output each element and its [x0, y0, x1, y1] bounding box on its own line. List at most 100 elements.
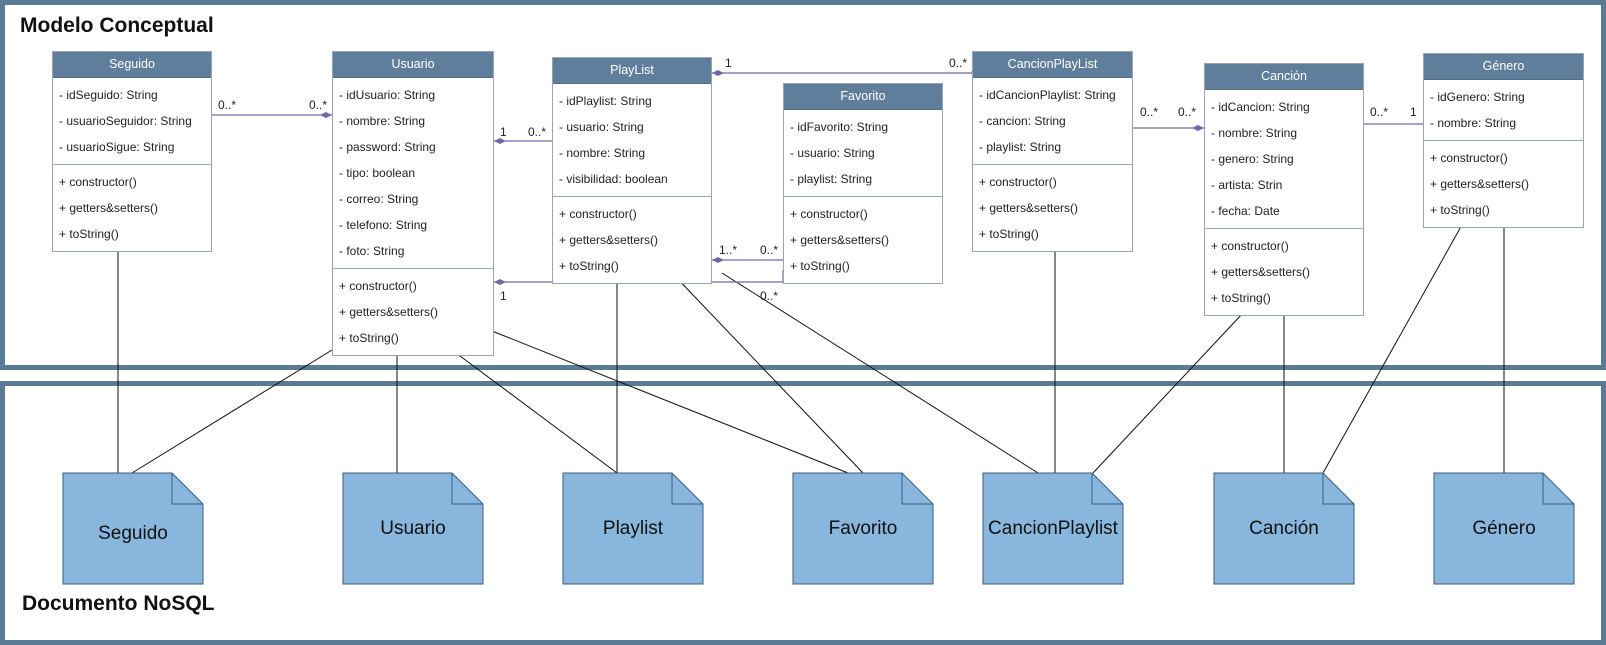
class-name: Seguido: [53, 52, 211, 78]
class-operation: + toString(): [979, 227, 1039, 241]
multiplicity-label: 0..*: [218, 98, 237, 112]
class-attribute: - visibilidad: boolean: [559, 172, 668, 186]
document-favorito: Favorito: [792, 472, 934, 585]
document-shape: [562, 472, 704, 585]
class-operations: + constructor()+ getters&setters()+ toSt…: [784, 197, 942, 283]
class-name: Género: [1424, 54, 1583, 80]
class-operation: + getters&setters(): [59, 201, 159, 215]
class-attribute: - usuarioSigue: String: [59, 140, 175, 154]
class-attribute: - foto: String: [339, 244, 405, 258]
document-cancion: Canción: [1213, 472, 1355, 585]
class-attribute: - usuario: String: [790, 146, 875, 160]
class-attribute: - usuario: String: [559, 120, 644, 134]
multiplicity-label: 0..*: [528, 125, 547, 139]
class-operation: + toString(): [339, 331, 399, 345]
association-playlist-cancionplaylist: [712, 71, 973, 74]
class-attribute: - idFavorito: String: [790, 120, 889, 134]
conceptual-model-title: Modelo Conceptual: [20, 14, 214, 37]
multiplicity-label: 0..*: [1178, 105, 1197, 119]
class-attributes: - idUsuario: String - nombre: String - pas…: [333, 78, 493, 269]
document-shape: [982, 472, 1124, 585]
class-attribute: - usuarioSeguidor: String: [59, 114, 192, 128]
class-genero[interactable]: Género - idGenero: String - nombre: String…: [1423, 53, 1584, 228]
document-label: Favorito: [829, 518, 898, 539]
class-operation: + getters&setters(): [1211, 265, 1311, 279]
multiplicity-label: 0..*: [949, 56, 968, 70]
class-favorito[interactable]: Favorito- idFavorito: String- usuario: S…: [783, 83, 943, 284]
class-cancion[interactable]: Canción- idCancion: String- nombre: Stri…: [1204, 63, 1364, 316]
class-name: Canción: [1205, 64, 1363, 90]
class-operations: + constructor()+ getters&setters()+ toSt…: [333, 269, 493, 355]
class-attribute: - telefono: String: [339, 218, 428, 232]
class-operation: + toString(): [790, 259, 850, 273]
class-name: PlayList: [553, 58, 711, 84]
document-fold: [171, 473, 203, 505]
class-operations: + constructor()+ getters&setters()+ toSt…: [973, 165, 1132, 251]
association-diamonds: [320, 70, 1204, 285]
document-usuario: Usuario: [342, 472, 484, 585]
class-operation: + constructor(): [1430, 151, 1508, 165]
class-operation: + toString(): [559, 259, 619, 273]
class-operation: + constructor(): [559, 207, 637, 221]
document-label: Playlist: [603, 518, 664, 539]
class-attribute: - nombre: String: [1430, 116, 1517, 130]
document-seguido: Seguido: [62, 472, 204, 585]
association-end-marker: [1192, 125, 1204, 131]
document-shape: [1433, 472, 1575, 585]
document-fold: [1322, 473, 1354, 505]
class-seguido[interactable]: Seguido- idSeguido: String- usuarioSegui…: [52, 51, 212, 252]
mapping-lines: [117, 222, 1505, 474]
mapping-line: [721, 272, 1039, 474]
class-attribute: - nombre: String: [559, 146, 646, 160]
document-fold: [1091, 473, 1123, 505]
nosql-document-title: Documento NoSQL: [22, 592, 215, 615]
document-fold: [901, 473, 933, 505]
class-attribute: - idPlaylist: String: [559, 94, 652, 108]
class-operation: + constructor(): [339, 279, 417, 293]
class-usuario[interactable]: Usuario- idUsuario: String- nombre: Stri…: [332, 51, 494, 356]
class-attributes: - idGenero: String - nombre: String: [1424, 80, 1583, 141]
document-label: Seguido: [98, 523, 168, 544]
class-operation: + constructor(): [1211, 239, 1289, 253]
class-operation: + getters&setters(): [1430, 177, 1530, 191]
document-shape: [62, 472, 204, 585]
association-end-marker: [712, 70, 724, 76]
class-attributes: - idCancionPlaylist: String- cancion: St…: [973, 78, 1132, 165]
class-attribute: - tipo: boolean: [339, 166, 416, 180]
document-label: Canción: [1249, 518, 1319, 539]
class-attribute: - idUsuario: String: [339, 88, 436, 102]
class-attributes: - idPlaylist: String - usuario: String - n…: [553, 84, 711, 197]
class-cancionplaylist[interactable]: CancionPlayList- idCancionPlaylist: Stri…: [972, 51, 1133, 252]
document-fold: [451, 473, 483, 505]
class-attribute: - cancion: String: [979, 114, 1066, 128]
class-attributes: - idFavorito: String- usuario: String- p…: [784, 110, 942, 197]
class-operation: + constructor(): [979, 175, 1057, 189]
class-operation: + toString(): [59, 227, 119, 241]
class-attribute: - password: String: [339, 140, 436, 154]
association-end-marker: [494, 138, 506, 144]
class-attribute: - genero: String: [1211, 152, 1294, 166]
class-playlist[interactable]: PlayList - idPlaylist: String - usuario: S…: [552, 57, 712, 284]
class-operation: + toString(): [1211, 291, 1271, 305]
document-shapes: Seguido Usuario Playlist Favorito Cancio…: [62, 472, 1575, 585]
multiplicity-label: 1: [500, 289, 507, 303]
association-end-marker: [494, 279, 506, 285]
document-shape: [792, 472, 934, 585]
class-name: CancionPlayList: [973, 52, 1132, 78]
class-attribute: - idGenero: String: [1430, 90, 1525, 104]
document-shape: [342, 472, 484, 585]
document-label: Usuario: [380, 518, 445, 539]
multiplicity-label: 0..*: [760, 243, 779, 257]
document-playlist: Playlist: [562, 472, 704, 585]
class-attribute: - nombre: String: [1211, 126, 1298, 140]
multiplicity-label: 0..*: [309, 98, 328, 112]
document-label: CancionPlaylist: [988, 518, 1119, 539]
mapping-line: [1092, 312, 1244, 474]
class-attribute: - fecha: Date: [1211, 204, 1280, 218]
multiplicity-label: 0..*: [760, 289, 779, 303]
class-operation: + getters&setters(): [559, 233, 659, 247]
mapping-line: [451, 349, 618, 474]
class-attribute: - nombre: String: [339, 114, 426, 128]
class-attributes: - idSeguido: String- usuarioSeguidor: St…: [53, 78, 211, 165]
